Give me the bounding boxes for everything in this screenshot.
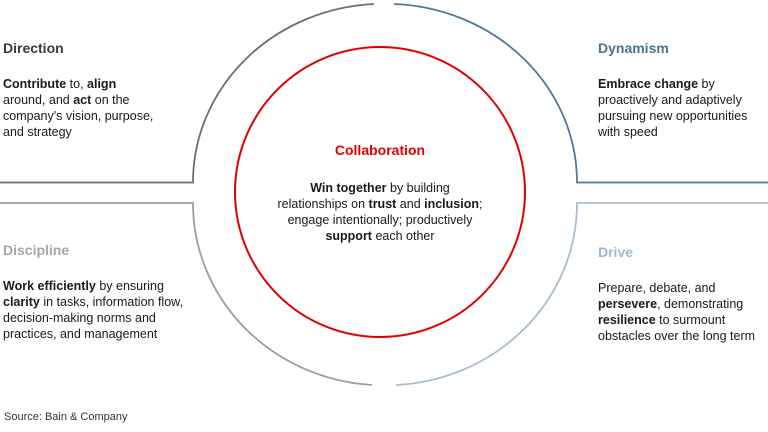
arc-discipline bbox=[0, 202, 373, 386]
quadrant-title-discipline: Discipline bbox=[3, 242, 70, 258]
arc-dynamism bbox=[393, 3, 768, 184]
source-note: Source: Bain & Company bbox=[4, 411, 128, 423]
quadrant-title-direction: Direction bbox=[3, 40, 64, 56]
quadrant-title-dynamism: Dynamism bbox=[598, 40, 669, 56]
quadrant-title-drive: Drive bbox=[598, 244, 634, 260]
collaboration-circle bbox=[234, 46, 526, 338]
arc-direction bbox=[0, 3, 375, 184]
collaboration-title: Collaboration bbox=[334, 142, 426, 158]
arc-drive bbox=[395, 202, 768, 386]
